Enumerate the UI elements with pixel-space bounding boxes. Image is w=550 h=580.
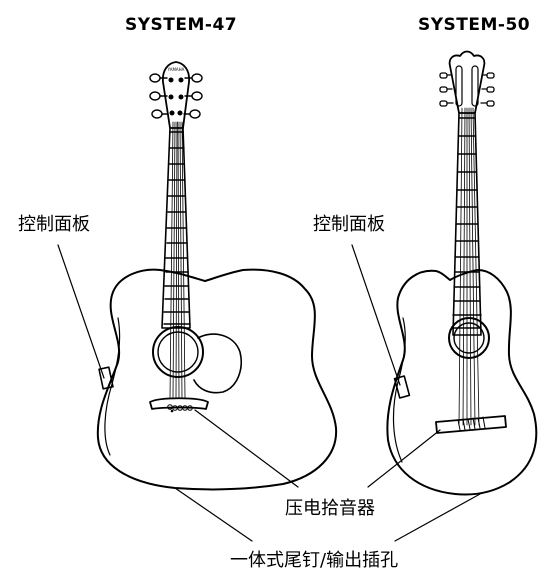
system-50-guitar xyxy=(386,50,538,496)
leader-endpin-left xyxy=(174,487,253,542)
system-47-soundhole xyxy=(157,331,199,373)
system-47-title: SYSTEM-47 xyxy=(125,15,238,35)
system-50-headstock xyxy=(448,50,486,114)
system-50-soundhole xyxy=(453,322,485,354)
system-47-body xyxy=(96,268,338,491)
system-47-control-panel xyxy=(98,366,114,390)
system-47-bridge xyxy=(149,397,209,410)
system-47-tuners xyxy=(149,73,203,119)
control-panel-label-left: 控制面板 xyxy=(18,214,90,235)
leader-pickup-left xyxy=(194,409,299,488)
system-47-guitar: YAMAHA xyxy=(96,61,338,491)
system-47-pickguard xyxy=(193,333,242,394)
leader-control-panel-left xyxy=(57,244,105,379)
leader-endpin-right xyxy=(394,493,481,542)
leader-control-panel-right xyxy=(351,244,401,386)
system-50-tuners xyxy=(439,72,495,107)
system-50-strings xyxy=(458,107,480,426)
system-47-soundhole-rosette xyxy=(152,326,204,378)
control-panel-label-right: 控制面板 xyxy=(313,214,385,235)
system-50-body xyxy=(386,269,538,496)
leader-lines xyxy=(57,244,481,542)
system-50-soundhole-rosette xyxy=(448,317,490,359)
system-50-title: SYSTEM-50 xyxy=(418,15,531,35)
system-47-strings xyxy=(169,121,186,399)
system-47-bridge-pins xyxy=(167,404,193,413)
system-47-headstock-logo: YAMAHA xyxy=(167,67,185,72)
system-50-headstock-slot-right xyxy=(471,65,479,107)
system-50-bridge xyxy=(435,415,507,434)
endpin-jack-label: 一体式尾钉/输出插孔 xyxy=(230,550,399,571)
system-50-control-panel xyxy=(393,375,411,399)
leader-pickup-right xyxy=(367,429,441,488)
system-50-headstock-slot-left xyxy=(455,65,463,107)
piezo-pickup-label: 压电拾音器 xyxy=(285,498,375,519)
system-50-bridge-tie-block xyxy=(457,416,486,431)
system-50-binding xyxy=(392,317,406,463)
